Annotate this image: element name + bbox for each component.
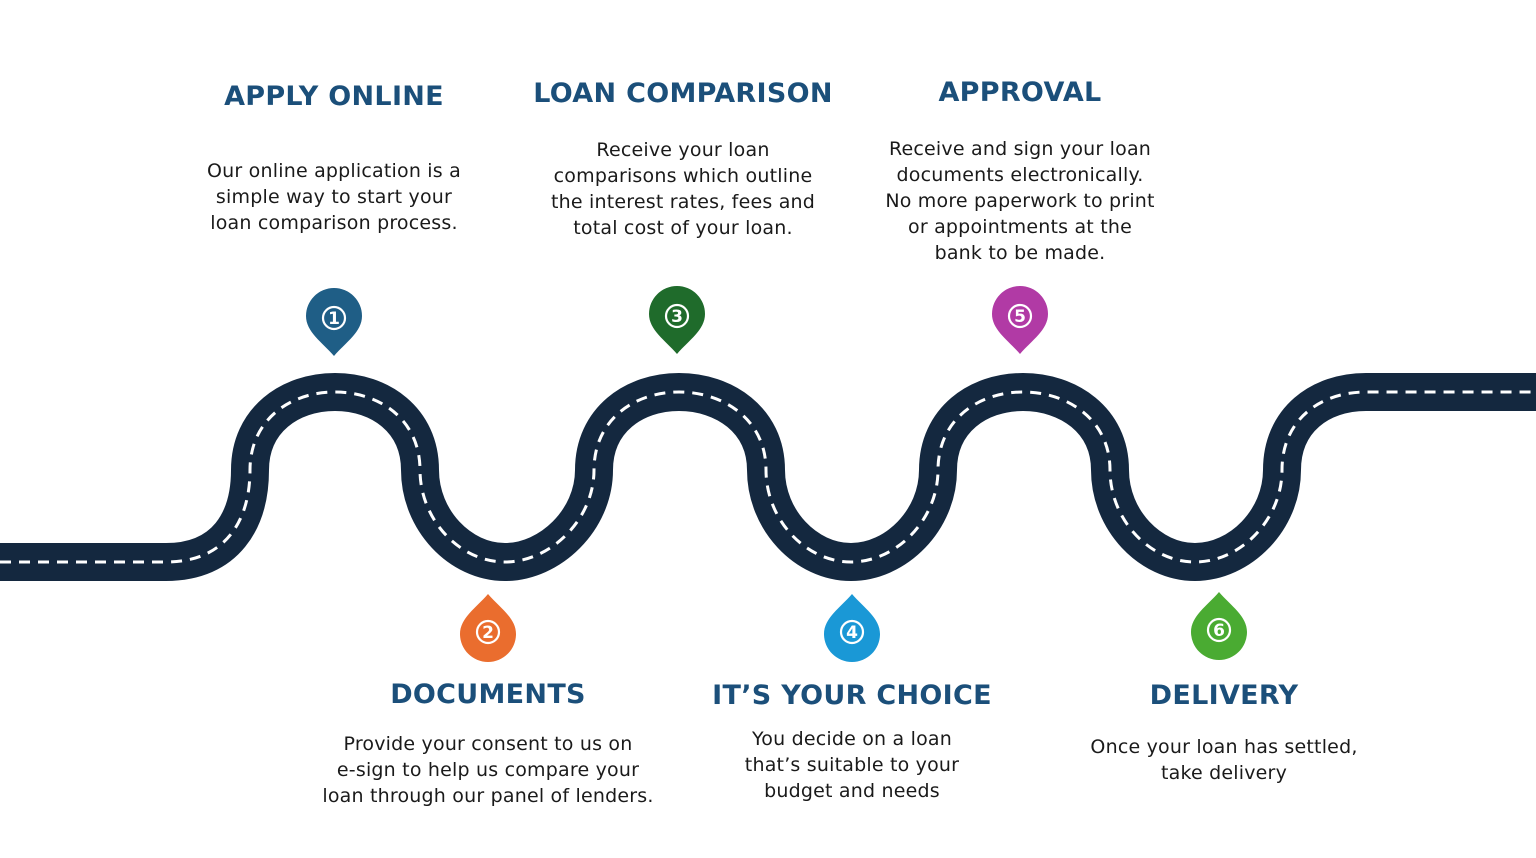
number-ring-icon [839, 619, 865, 645]
map-pin-icon [824, 594, 880, 662]
description-line: or appointments at the [908, 216, 1132, 238]
description-line: take delivery [1160, 762, 1288, 784]
number-ring-icon [475, 619, 501, 645]
step-number: 6 [1213, 621, 1225, 641]
description-line: Once your loan has settled, [1090, 736, 1358, 758]
map-pin-icon [306, 288, 362, 356]
description-line: loan through our panel of lenders. [322, 785, 654, 807]
step-1-pin: 1 [306, 288, 362, 356]
map-pin-icon [460, 594, 516, 662]
number-ring-icon [321, 305, 347, 331]
description-line: bank to be made. [934, 242, 1106, 264]
description-line: the interest rates, fees and [550, 191, 816, 213]
description-line: simple way to start your [215, 186, 453, 208]
map-pin-icon [649, 286, 705, 354]
number-ring-icon [1206, 617, 1232, 643]
step-4-pin: 4 [824, 594, 880, 662]
step-2-title: DOCUMENTS [390, 679, 586, 710]
step-5-pin: 5 [992, 286, 1048, 354]
step-2-pin: 2 [460, 594, 516, 662]
step-number: 2 [482, 623, 494, 643]
step-3-description: Receive your loan comparisons which outl… [551, 137, 815, 241]
map-pin-icon [992, 286, 1048, 354]
description-line: documents electronically. [896, 164, 1144, 186]
step-6-title: DELIVERY [1149, 680, 1299, 711]
step-1-title: APPLY ONLINE [224, 81, 444, 112]
step-number: 5 [1014, 307, 1026, 327]
description-line: You decide on a loan [751, 728, 953, 750]
description-line: comparisons which outline [553, 165, 813, 187]
step-number: 1 [328, 309, 340, 329]
description-line: No more paperwork to print [885, 190, 1155, 212]
step-6-pin: 6 [1191, 592, 1247, 660]
number-ring-icon [1007, 303, 1033, 329]
description-line: e-sign to help us compare your [336, 759, 640, 781]
road-center-dashes [0, 390, 1536, 564]
description-line: Provide your consent to us on [343, 733, 633, 755]
description-line: Receive and sign your loan [888, 138, 1152, 160]
description-line: Our online application is a [207, 160, 461, 182]
step-5-title: APPROVAL [938, 77, 1102, 108]
step-2-description: Provide your consent to us on e-sign to … [322, 731, 653, 809]
step-number: 3 [671, 307, 683, 327]
description-line: that’s suitable to your [744, 754, 960, 776]
description-line: loan comparison process. [210, 212, 458, 234]
description-line: budget and needs [764, 780, 940, 802]
step-3-title: LOAN COMPARISON [533, 78, 833, 109]
step-4-title: IT’S YOUR CHOICE [712, 680, 992, 711]
step-number: 4 [846, 623, 858, 643]
step-4-description: You decide on a loan that’s suitable to … [745, 726, 959, 804]
description-line: Receive your loan [596, 139, 770, 161]
step-3-pin: 3 [649, 286, 705, 354]
step-5-description: Receive and sign your loan documents ele… [885, 136, 1154, 266]
number-ring-icon [664, 303, 690, 329]
step-6-description: Once your loan has settled, take deliver… [1090, 734, 1357, 786]
description-line: total cost of your loan. [573, 217, 793, 239]
map-pin-icon [1191, 592, 1247, 660]
step-1-description: Our online application is a simple way t… [207, 158, 461, 236]
